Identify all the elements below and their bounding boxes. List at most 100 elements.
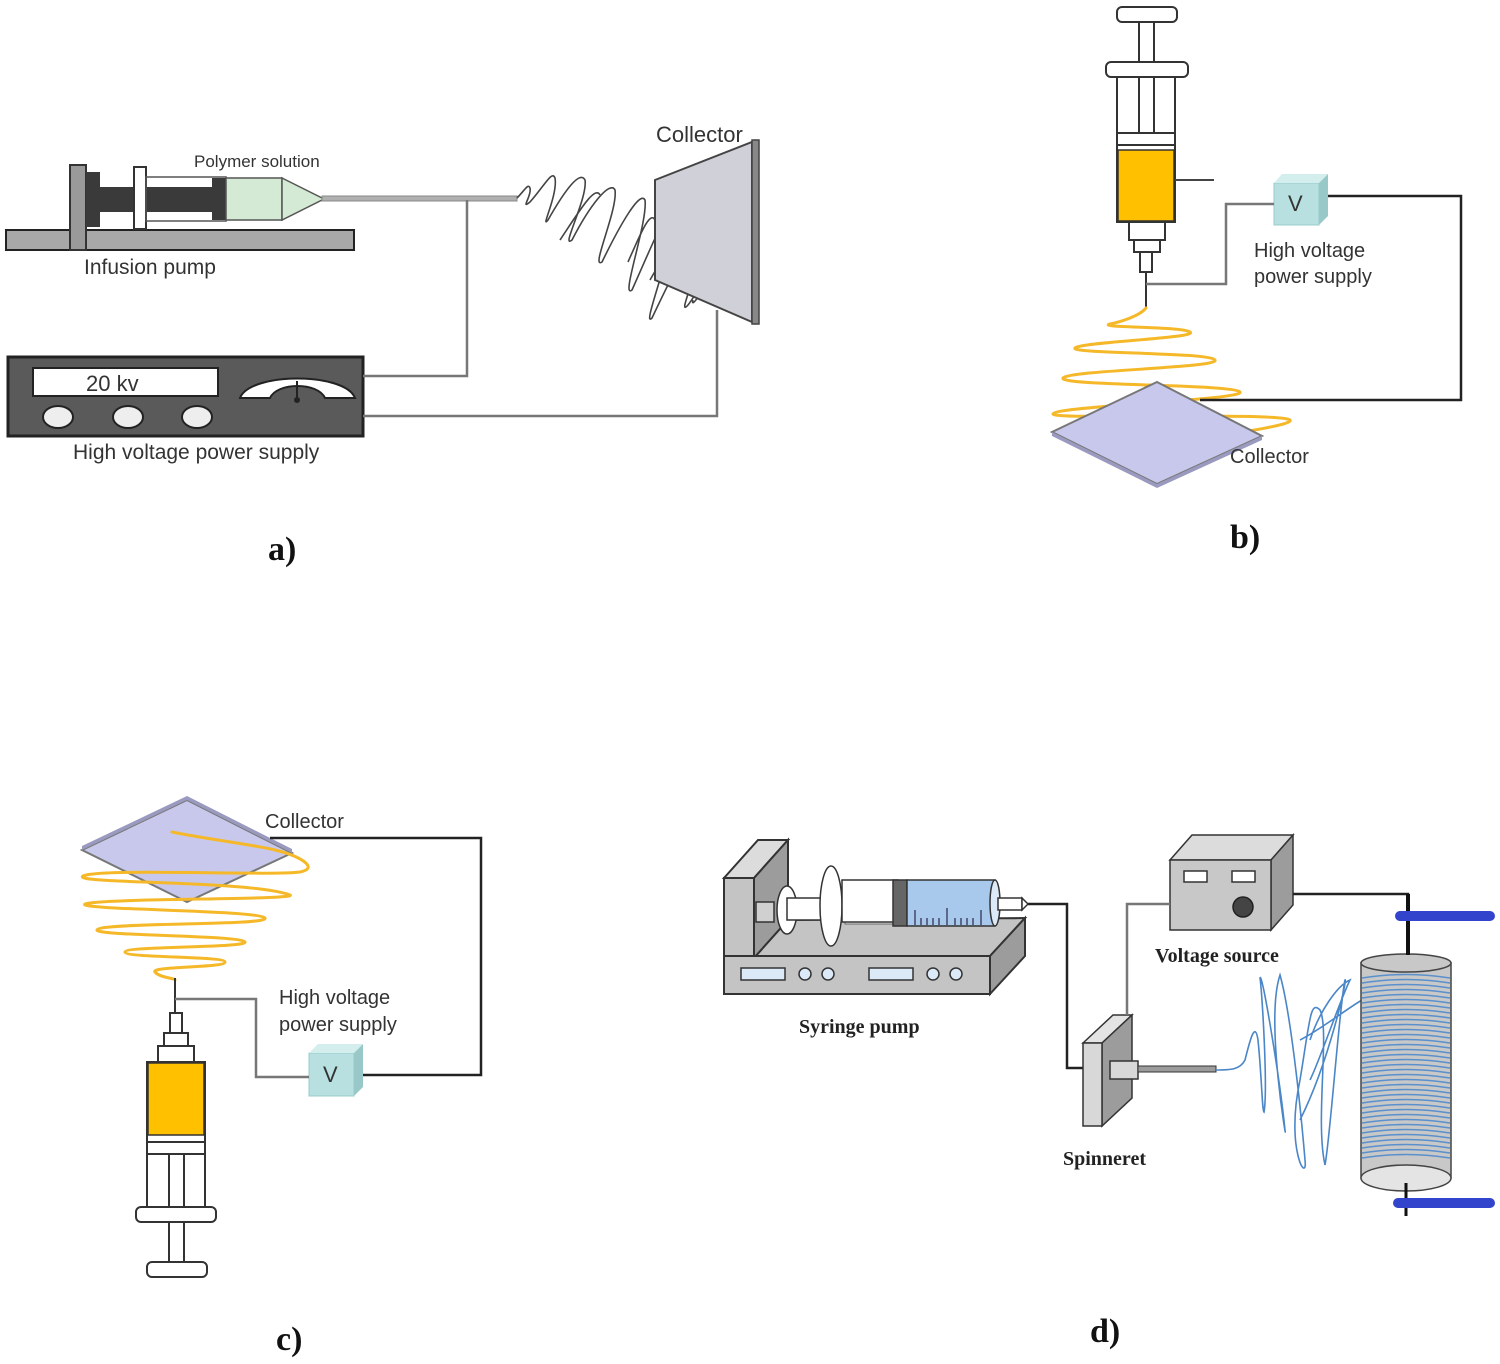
label-spinneret: Spinneret (1063, 1148, 1146, 1170)
drum-collector (1360, 953, 1452, 1192)
collector-plate-b (1049, 380, 1265, 486)
spinneret (1081, 1013, 1217, 1128)
plunger-rod (100, 187, 212, 212)
drum-fiber-windings (1361, 973, 1451, 1159)
fiber-whip-b (1051, 306, 1292, 454)
wire-source-to-spinneret (1125, 902, 1170, 1015)
label-voltage-source: Voltage source (1155, 945, 1279, 967)
plunger-flange-d (819, 865, 843, 947)
voltage-source (1168, 833, 1295, 932)
voltage-box-b: V (1273, 174, 1328, 226)
drum-winding-line (1361, 1133, 1451, 1139)
voltage-symbol-b: V (1288, 191, 1303, 216)
voltage-display-value: 20 kv (86, 371, 139, 396)
label-collector-c: Collector (265, 811, 344, 833)
gauge-icon (238, 377, 357, 399)
voltage-symbol-c: V (323, 1062, 338, 1087)
plunger-head-b (1116, 132, 1176, 146)
pump-post (69, 164, 87, 251)
label-power-supply-c-2: power supply (279, 1014, 397, 1036)
panel-c: Collector V High voltage power supply c) (79, 796, 483, 1358)
knob-3 (181, 405, 213, 429)
drum-winding-line (1361, 1003, 1451, 1009)
syringe-graduations (914, 908, 982, 925)
drum-winding-line (1361, 1088, 1451, 1094)
label-polymer-solution: Polymer solution (194, 152, 320, 171)
barrel-flange (1105, 61, 1189, 78)
wire-v-to-collector-b (1200, 194, 1463, 402)
drum-winding-line (1361, 1103, 1451, 1109)
drum-winding-line (1361, 998, 1451, 1004)
drum-winding-line (1361, 983, 1451, 989)
solution-b (1117, 149, 1175, 222)
collector-plate-c (79, 798, 295, 904)
drum-winding-line (1361, 1068, 1451, 1074)
label-power-supply-c-1: High voltage (279, 987, 390, 1009)
label-power-supply-b-1: High voltage (1254, 240, 1365, 262)
drum-winding-line (1361, 1118, 1451, 1124)
voltage-source-display-1 (1183, 870, 1208, 883)
wire-source-to-drum (1293, 892, 1410, 955)
drum-winding-line (1361, 1058, 1451, 1064)
wire-needle-to-v-c (175, 997, 309, 1079)
collector-edge (751, 139, 760, 325)
drum-winding-line (1361, 1048, 1451, 1054)
pump-button-3 (926, 967, 940, 981)
needle (321, 195, 518, 202)
knob-2 (112, 405, 144, 429)
drum-winding-line (1361, 1073, 1451, 1079)
plunger-stem (1138, 21, 1155, 63)
hub-c (157, 1045, 195, 1063)
plunger-seal-d (892, 879, 908, 927)
drum-winding-line (1361, 1018, 1451, 1024)
pump-button-4 (949, 967, 963, 981)
needle-c (169, 1012, 183, 1034)
wire-v-to-collector-c (270, 836, 483, 1077)
plunger-cap (1116, 6, 1178, 23)
hub-c-2 (163, 1032, 189, 1047)
drum-winding-line (1361, 1128, 1451, 1134)
knob-1 (42, 405, 74, 429)
needle-b (1139, 251, 1153, 273)
collector-plate (654, 140, 753, 324)
hub-b-2 (1133, 239, 1161, 253)
syringe-pump (721, 837, 1030, 997)
drum-winding-line (1361, 1063, 1451, 1069)
pump-display-2 (868, 967, 914, 981)
label-collector-b: Collector (1230, 446, 1309, 468)
spinneret-nozzle-hub (1109, 1060, 1139, 1080)
wire-needle-to-v-b (1146, 202, 1274, 286)
drum-winding-line (1361, 1123, 1451, 1129)
panel-label-b: b) (1230, 519, 1260, 556)
panel-d: Syringe pump Spinneret Voltage source (721, 833, 1495, 1350)
drum-winding-line (1361, 1043, 1451, 1049)
wire-collector-to-supply (363, 310, 719, 418)
plunger-head (212, 178, 226, 220)
drum-winding-line (1361, 1053, 1451, 1059)
syringe-tip (281, 176, 326, 222)
plunger-flange (133, 166, 147, 230)
panel-label-a: a) (268, 531, 296, 568)
panel-a: Polymer solution Infusion pump Collector… (5, 122, 760, 568)
plunger-cap-c (146, 1261, 208, 1278)
drum-winding-line (1361, 1028, 1451, 1034)
panel-b: Collector V High voltage power supply b) (1049, 6, 1463, 556)
voltage-source-knob (1232, 896, 1254, 918)
drum-winding-line (1361, 1108, 1451, 1114)
drum-winding-line (1361, 1013, 1451, 1019)
label-collector-a: Collector (656, 122, 743, 147)
label-power-supply-a: High voltage power supply (73, 441, 320, 464)
gauge-pivot (294, 397, 300, 403)
drum-winding-line (1361, 1038, 1451, 1044)
wire-needle-to-supply (363, 200, 469, 378)
plunger-head-c (146, 1141, 206, 1155)
infusion-pump-base (5, 229, 355, 251)
drum-winding-line (1361, 1008, 1451, 1014)
pump-button-1 (798, 967, 812, 981)
drum-winding-line (1361, 993, 1451, 999)
drum-winding-line (1361, 1148, 1451, 1154)
pump-block (86, 172, 100, 227)
fiber-whip-c (81, 830, 310, 982)
drum-winding-line (1361, 1113, 1451, 1119)
